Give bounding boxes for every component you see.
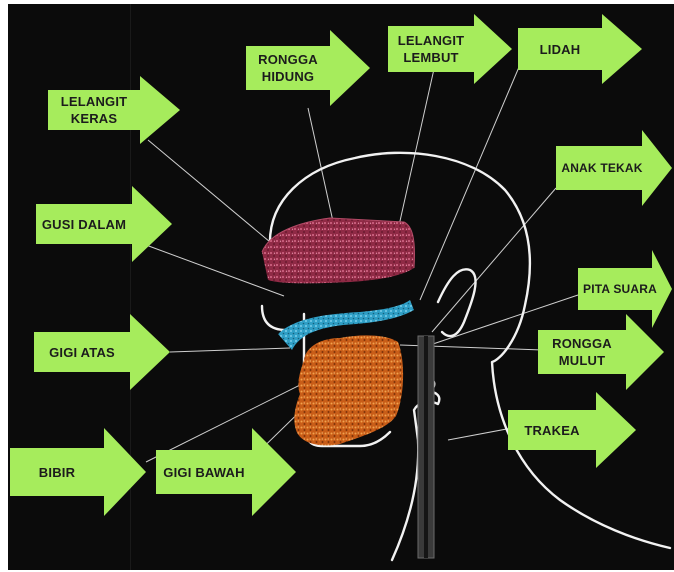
- label-arrow-gigi-atas: GIGI ATAS: [34, 314, 170, 390]
- label-lelangit-lembut: LELANGIT LEMBUT: [388, 14, 474, 84]
- label-arrow-gigi-bawah: GIGI BAWAH: [156, 428, 296, 516]
- label-arrow-trakea: TRAKEA: [508, 392, 636, 468]
- label-gigi-bawah: GIGI BAWAH: [156, 428, 252, 516]
- label-arrow-lelangit-lembut: LELANGIT LEMBUT: [388, 14, 512, 84]
- label-trakea: TRAKEA: [508, 392, 596, 468]
- label-arrow-lelangit-keras: LELANGIT KERAS: [48, 76, 180, 144]
- label-gusi-dalam: GUSI DALAM: [36, 186, 132, 262]
- label-lelangit-keras: LELANGIT KERAS: [48, 76, 140, 144]
- label-arrow-bibir: BIBIR: [10, 428, 146, 516]
- lower-teeth-glitter: [294, 335, 403, 445]
- label-arrow-rongga-hidung: RONGGA HIDUNG: [246, 30, 370, 106]
- palate-glitter: [262, 218, 415, 283]
- label-lidah: LIDAH: [518, 14, 602, 84]
- label-arrow-anak-tekak: ANAK TEKAK: [556, 130, 672, 206]
- label-arrow-rongga-mulut: RONGGA MULUT: [538, 314, 664, 390]
- label-bibir: BIBIR: [10, 428, 104, 516]
- label-anak-tekak: ANAK TEKAK: [556, 130, 648, 206]
- label-rongga-mulut: RONGGA MULUT: [538, 314, 626, 390]
- label-gigi-atas: GIGI ATAS: [34, 314, 130, 390]
- label-arrow-lidah: LIDAH: [518, 14, 642, 84]
- label-rongga-hidung: RONGGA HIDUNG: [246, 30, 330, 106]
- label-arrow-gusi-dalam: GUSI DALAM: [36, 186, 172, 262]
